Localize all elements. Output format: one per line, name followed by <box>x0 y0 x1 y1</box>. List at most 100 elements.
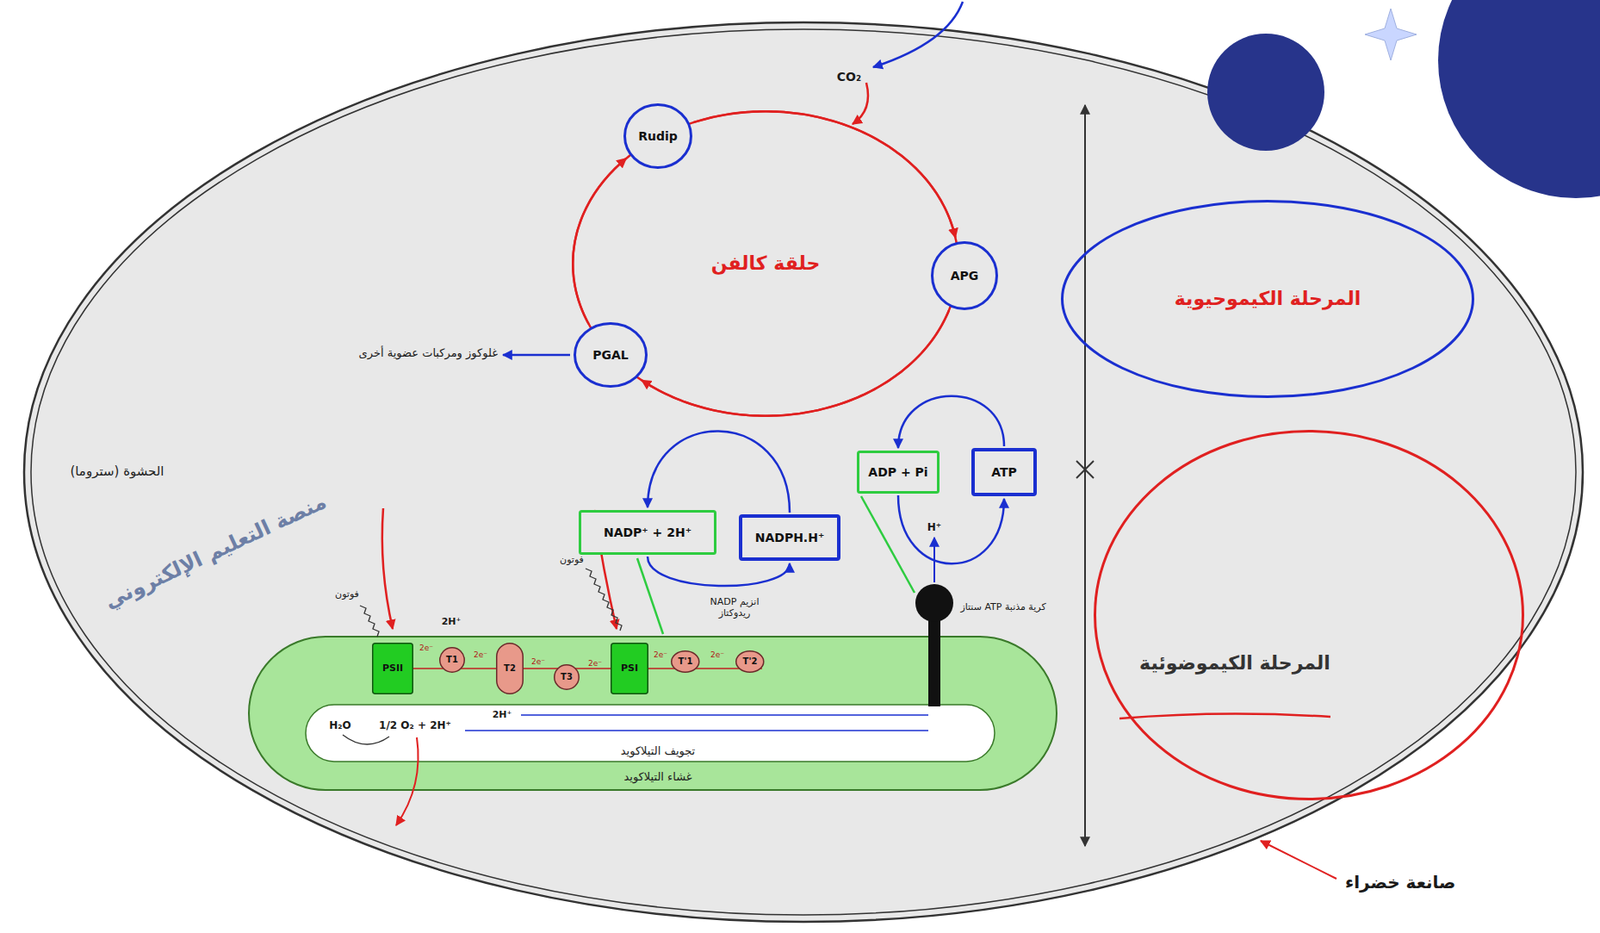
electron-path <box>413 667 763 670</box>
annotation-line <box>861 496 915 593</box>
annotation-underline <box>1119 713 1331 719</box>
molecule-label: 1/2 O₂ + 2H⁺ <box>378 719 452 732</box>
logo-star <box>1364 8 1417 61</box>
outline <box>575 323 647 387</box>
oxygen-arrow <box>396 737 419 825</box>
outline <box>973 449 1036 495</box>
outline <box>1062 201 1474 397</box>
outline <box>625 105 692 168</box>
node-text: PSI <box>620 662 639 674</box>
outline <box>580 511 716 554</box>
proton-line <box>465 729 929 732</box>
outer-membrane <box>24 22 1583 922</box>
cycle-arrow <box>641 310 949 416</box>
outline <box>736 651 764 673</box>
cycle-compound: PGAL <box>573 322 648 388</box>
co2-arrow <box>852 82 869 125</box>
node-text: APG <box>950 268 980 284</box>
ion-label: 2H⁺ <box>490 708 515 720</box>
photon-label: فوتون <box>334 588 360 600</box>
atp-synthase-head <box>915 583 954 622</box>
annotation-line <box>637 558 664 634</box>
enzyme-label: انزيم NADP ريدوكتاز <box>698 595 771 619</box>
photon-wave <box>359 605 379 637</box>
cycle-compound: Rudip <box>623 103 693 169</box>
outline <box>496 643 524 695</box>
electron-label: 2e⁻ <box>471 650 490 660</box>
outline <box>932 242 998 310</box>
outline <box>554 664 580 690</box>
electron-carrier: T'1 <box>670 650 701 673</box>
electron-label: 2e⁻ <box>529 657 547 667</box>
node-text: المرحلة الكيموحيوية <box>1174 287 1361 311</box>
carrier-arrow <box>647 556 790 586</box>
node-text: ATP <box>991 465 1018 480</box>
outline <box>611 643 649 695</box>
photon-label: فوتون <box>559 553 584 565</box>
carrier-box: ADP + Pi <box>856 450 940 494</box>
carrier-arrow <box>898 495 1005 564</box>
electron-label: 2e⁻ <box>586 658 604 669</box>
node-text: المرحلة الكيموضوئية <box>1139 651 1331 675</box>
molecule-label: CO₂ <box>835 69 863 85</box>
structure-label: كرية مذنبة ATP سنتاز <box>960 601 1047 613</box>
node-text: NADP⁺ + 2H⁺ <box>603 525 692 540</box>
phase-label-outline <box>1093 429 1525 800</box>
logo-disc <box>1438 0 1600 199</box>
phase-span-arrow <box>1084 105 1086 846</box>
watermark: منصة التعليم الإلكتروني <box>100 489 330 614</box>
photon-wave <box>585 568 622 631</box>
node-text: T2 <box>503 663 516 674</box>
light-arrow <box>382 508 393 629</box>
node-subtext: غشاء التيلاكويد <box>623 769 692 784</box>
outline <box>440 647 466 673</box>
node-text: T'1 <box>678 656 694 667</box>
node-text: T3 <box>560 671 573 683</box>
ion-label: H⁺ <box>925 520 943 534</box>
outline <box>740 515 839 559</box>
electron-label: 2e⁻ <box>708 650 726 660</box>
node-text: NADPH.H⁺ <box>755 530 825 546</box>
cycle-arrow <box>572 158 627 324</box>
product-label: غلوكوز ومركبات عضوية أخرى <box>359 346 498 360</box>
electron-label: 2e⁻ <box>651 650 670 660</box>
node-text: PGAL <box>592 347 629 363</box>
outline <box>671 651 700 673</box>
carrier-arrow <box>647 430 790 513</box>
node-text: T1 <box>446 654 459 665</box>
chloroplast: الحشوة (ستروما)حلقة كالفنRudipAPGPGALNAD… <box>22 20 1585 924</box>
leader-arrow <box>1260 840 1337 879</box>
product-arrow <box>502 353 571 357</box>
outline <box>372 643 414 695</box>
photosystem: PSI <box>610 642 649 695</box>
organelle-label: صانعة خضراء <box>1345 871 1456 893</box>
water-split-arrow <box>342 734 390 745</box>
node-text: Rudip <box>638 129 678 144</box>
cycle-arrow <box>693 111 956 237</box>
phase-divider <box>1076 460 1094 478</box>
electron-carrier: T3 <box>553 663 580 690</box>
carrier-box: ATP <box>971 447 1037 497</box>
cycle-compound: APG <box>930 241 999 311</box>
proton-line <box>520 713 929 716</box>
node-text: ADP + Pi <box>868 465 928 480</box>
outline <box>858 452 939 493</box>
logo-dot <box>1207 33 1325 151</box>
phase-divider <box>1076 460 1094 478</box>
electron-label: 2e⁻ <box>417 643 435 653</box>
outline <box>572 111 959 416</box>
photosystem: PSII <box>372 642 414 695</box>
electron-carrier: T2 <box>496 642 524 695</box>
electron-carrier: T'2 <box>735 650 765 673</box>
inner-membrane <box>31 29 1576 915</box>
carrier-box: NADP⁺ + 2H⁺ <box>578 509 717 555</box>
ion-label: 2H⁺ <box>441 615 462 627</box>
outline <box>1095 431 1524 800</box>
node-text: T'2 <box>743 656 758 667</box>
node-text: حلقة كالفن <box>711 252 821 275</box>
electron-carrier: T1 <box>439 646 466 673</box>
atp-synthase-stalk <box>928 618 941 707</box>
annotation-arrow <box>873 1 963 68</box>
carrier-arrow <box>898 396 1005 448</box>
thylakoid-lumen <box>305 704 995 762</box>
